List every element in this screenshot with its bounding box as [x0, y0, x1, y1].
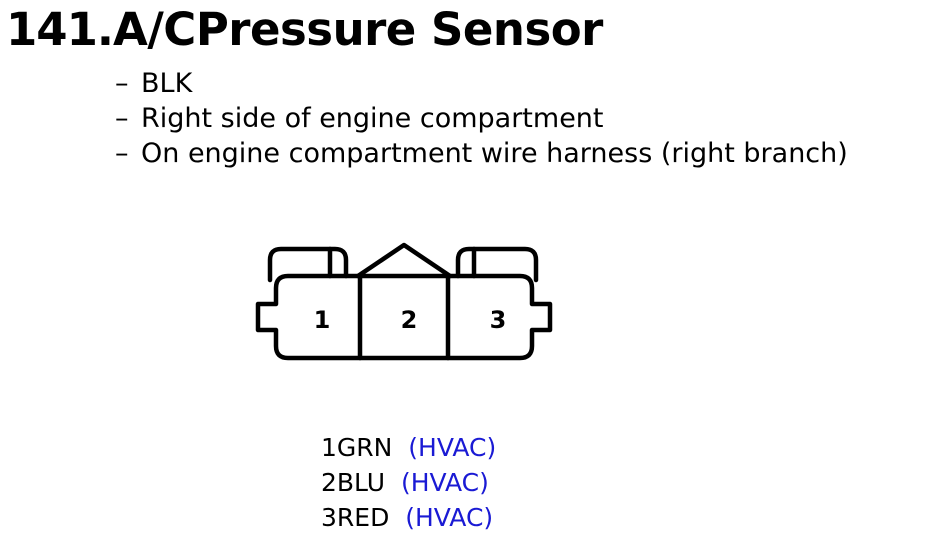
wire-color: RED — [336, 503, 390, 532]
detail-dash: – — [115, 103, 129, 134]
connector-diagram: 1 2 3 — [255, 242, 553, 361]
wire-pin: 2 — [321, 468, 337, 497]
detail-text: Right side of engine compartment — [141, 103, 604, 134]
wire-color: GRN — [336, 433, 393, 462]
wire-system: (HVAC) — [405, 503, 494, 532]
detail-item-location: –Right side of engine compartment — [115, 101, 848, 136]
wire-pin: 3 — [321, 503, 337, 532]
pin-2-label: 2 — [401, 306, 418, 334]
component-details: –BLK –Right side of engine compartment –… — [115, 66, 848, 171]
wire-color: BLU — [336, 468, 386, 497]
detail-text: BLK — [141, 68, 193, 99]
component-number: 141. — [6, 3, 114, 56]
pin-1-label: 1 — [314, 306, 331, 334]
detail-dash: – — [115, 138, 129, 169]
component-name: A/CPressure Sensor — [113, 3, 603, 56]
wire-pin: 1 — [321, 433, 337, 462]
wire-system: (HVAC) — [408, 433, 497, 462]
wire-row-3: 3RED (HVAC) — [321, 500, 496, 535]
connector-body — [255, 273, 553, 361]
wire-system: (HVAC) — [400, 468, 489, 497]
detail-dash: – — [115, 68, 129, 99]
wire-row-1: 1GRN (HVAC) — [321, 430, 496, 465]
pin-3-label: 3 — [490, 306, 507, 334]
detail-item-color: –BLK — [115, 66, 848, 101]
right-latch — [455, 246, 539, 283]
wire-list: 1GRN (HVAC) 2BLU (HVAC) 3RED (HVAC) — [321, 430, 496, 535]
detail-text: On engine compartment wire harness (righ… — [141, 138, 848, 169]
component-title: 141.A/CPressure Sensor — [6, 2, 603, 58]
detail-item-harness: –On engine compartment wire harness (rig… — [115, 136, 848, 171]
wire-row-2: 2BLU (HVAC) — [321, 465, 496, 500]
left-latch — [267, 246, 349, 283]
center-roof — [355, 242, 453, 279]
